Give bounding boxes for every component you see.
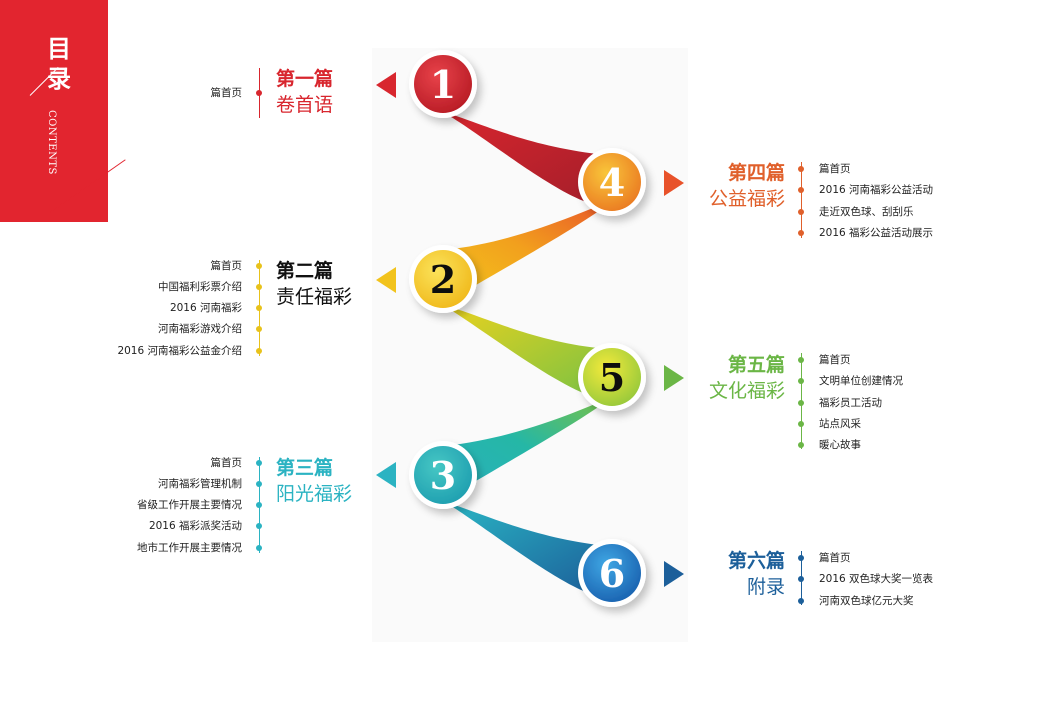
bullet-dot [256, 326, 262, 332]
chapter-6-item[interactable]: 篇首页 [819, 552, 851, 564]
chapter-4-heading[interactable]: 第四篇 公益福彩 [709, 160, 785, 212]
chapter-circle-5[interactable]: 5 [578, 343, 646, 411]
chapter-5-title: 第五篇 [727, 354, 785, 376]
connector-4-2 [444, 200, 614, 304]
chapter-2-heading[interactable]: 第二篇 责任福彩 [276, 258, 352, 310]
bullet-dot [256, 481, 262, 487]
chapter-3-title: 第三篇 [276, 457, 334, 479]
bullet-dot [256, 263, 262, 269]
connector-5-3 [444, 396, 614, 500]
bullet-dot [798, 357, 804, 363]
chapter-5-item[interactable]: 文明单位创建情况 [819, 375, 903, 387]
connector-2-5 [444, 306, 598, 398]
chapter-5-item[interactable]: 暖心故事 [819, 439, 861, 451]
bullet-dot [798, 442, 804, 448]
chapter-1-subtitle: 卷首语 [276, 94, 334, 116]
chapter-circle-1[interactable]: 1 [409, 50, 477, 118]
chapter-4-title: 第四篇 [727, 162, 785, 184]
bullet-dot [256, 305, 262, 311]
chapter-circle-2[interactable]: 2 [409, 245, 477, 313]
chapter-3-item[interactable]: 篇首页 [210, 457, 243, 469]
chapter-number: 5 [599, 355, 625, 400]
connector-1-4 [442, 112, 598, 205]
bullet-dot [256, 523, 262, 529]
chapter-3-heading[interactable]: 第三篇 阳光福彩 [276, 455, 352, 507]
chapter-number: 2 [430, 257, 456, 302]
contents-subtitle: CONTENTS [46, 110, 57, 175]
chapter-4-item[interactable]: 篇首页 [819, 163, 851, 175]
chapter-2-subtitle: 责任福彩 [276, 286, 353, 308]
chapter-1-title: 第一篇 [276, 68, 334, 90]
chapter-circle-4[interactable]: 4 [578, 148, 646, 216]
chapter-5-subtitle: 文化福彩 [708, 380, 785, 402]
chapter-number: 4 [599, 160, 625, 205]
arrow-2-icon [376, 267, 396, 293]
connector-3-6 [444, 502, 598, 596]
chapter-2-item[interactable]: 篇首页 [210, 260, 243, 272]
chapter-4-item[interactable]: 2016 河南福彩公益活动 [819, 184, 934, 196]
chapter-6-item[interactable]: 2016 双色球大奖一览表 [819, 573, 934, 585]
contents-tab: 目录 CONTENTS [0, 0, 108, 222]
bullet-dot [256, 348, 262, 354]
bullet-dot [256, 90, 262, 96]
bullet-dot [798, 187, 804, 193]
contents-title: 目录 [47, 35, 71, 93]
arrow-5-icon [664, 365, 684, 391]
arrow-1-icon [376, 72, 396, 98]
chapter-3-item[interactable]: 省级工作开展主要情况 [137, 499, 242, 511]
arrow-3-icon [376, 462, 396, 488]
chapter-number: 1 [430, 62, 456, 107]
chapter-2-item[interactable]: 2016 河南福彩公益金介绍 [117, 345, 242, 357]
bullet-dot [798, 400, 804, 406]
chapter-3-subtitle: 阳光福彩 [276, 483, 353, 505]
chapter-3-item[interactable]: 地市工作开展主要情况 [137, 542, 242, 554]
bullet-dot [798, 421, 804, 427]
bullet-dot [798, 378, 804, 384]
bullet-dot [256, 545, 262, 551]
bullet-dot [256, 284, 262, 290]
chapter-circle-6[interactable]: 6 [578, 539, 646, 607]
chapter-5-item[interactable]: 站点风采 [819, 418, 861, 430]
bullet-dot [798, 598, 804, 604]
chapter-5-item[interactable]: 篇首页 [819, 354, 851, 366]
chapter-circle-3[interactable]: 3 [409, 441, 477, 509]
bullet-dot [798, 209, 804, 215]
chapter-4-item[interactable]: 2016 福彩公益活动展示 [819, 227, 934, 239]
chapter-3-item[interactable]: 河南福彩管理机制 [158, 478, 242, 490]
bullet-dot [256, 502, 262, 508]
chapter-2-item[interactable]: 中国福利彩票介绍 [158, 281, 242, 293]
chapter-4-item[interactable]: 走近双色球、刮刮乐 [819, 206, 914, 218]
bullet-dot [256, 460, 262, 466]
chapter-4-rule [801, 162, 802, 238]
chapter-4-subtitle: 公益福彩 [708, 188, 785, 210]
chapter-5-heading[interactable]: 第五篇 文化福彩 [709, 352, 785, 404]
bullet-dot [798, 555, 804, 561]
chapter-6-item[interactable]: 河南双色球亿元大奖 [819, 595, 914, 607]
chapter-1-heading[interactable]: 第一篇 卷首语 [276, 66, 333, 118]
arrow-6-icon [664, 561, 684, 587]
chapter-6-subtitle: 附录 [746, 576, 785, 598]
chapter-2-item[interactable]: 河南福彩游戏介绍 [158, 323, 242, 335]
chapter-6-heading[interactable]: 第六篇 附录 [728, 548, 785, 600]
chapter-2-title: 第二篇 [276, 260, 334, 282]
chapter-6-title: 第六篇 [727, 550, 785, 572]
arrow-4-icon [664, 170, 684, 196]
chapter-number: 6 [599, 551, 625, 596]
bullet-dot [798, 230, 804, 236]
chapter-5-item[interactable]: 福彩员工活动 [819, 397, 882, 409]
chapter-3-item[interactable]: 2016 福彩派奖活动 [148, 520, 242, 532]
chapter-2-item[interactable]: 2016 河南福彩 [169, 302, 242, 314]
bullet-dot [798, 576, 804, 582]
chapter-1-item[interactable]: 篇首页 [210, 87, 243, 99]
chapter-number: 3 [430, 453, 456, 498]
bullet-dot [798, 166, 804, 172]
